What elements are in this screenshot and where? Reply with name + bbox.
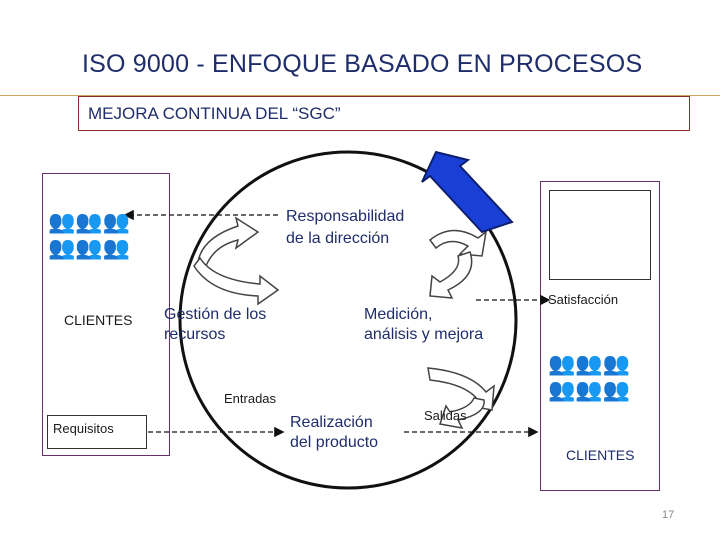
entradas-label: Entradas: [224, 391, 276, 406]
requisitos-label: Requisitos: [53, 421, 114, 436]
medicion-label-line2: análisis y mejora: [364, 326, 483, 344]
gestion-label-line1: Gestión de los: [164, 306, 266, 324]
realizacion-label-line1: Realización: [290, 414, 373, 432]
left-people-group-icon: 👥👥👥: [48, 210, 130, 234]
right-people-group-icon-row2: 👥👥👥: [548, 378, 630, 402]
left-clientes-label: CLIENTES: [64, 312, 132, 328]
right-people-group-icon: 👥👥👥: [548, 352, 630, 376]
medicion-label-line1: Medición,: [364, 306, 432, 324]
satisfaccion-label: Satisfacción: [548, 292, 618, 307]
cycle-arrow-top-right: [430, 230, 486, 298]
gestion-label-line2: recursos: [164, 326, 225, 344]
salidas-label: Salidas: [424, 408, 467, 423]
page-number: 17: [662, 509, 674, 521]
realizacion-label-line2: del producto: [290, 434, 378, 452]
continuous-improvement-arrow: [422, 152, 512, 232]
satisfaccion-box: [549, 190, 651, 280]
responsabilidad-label-line2: de la dirección: [286, 230, 389, 248]
left-people-group-icon-row2: 👥👥👥: [48, 236, 130, 260]
right-clientes-label: CLIENTES: [566, 447, 634, 463]
responsabilidad-label-line1: Responsabilidad: [286, 208, 404, 226]
